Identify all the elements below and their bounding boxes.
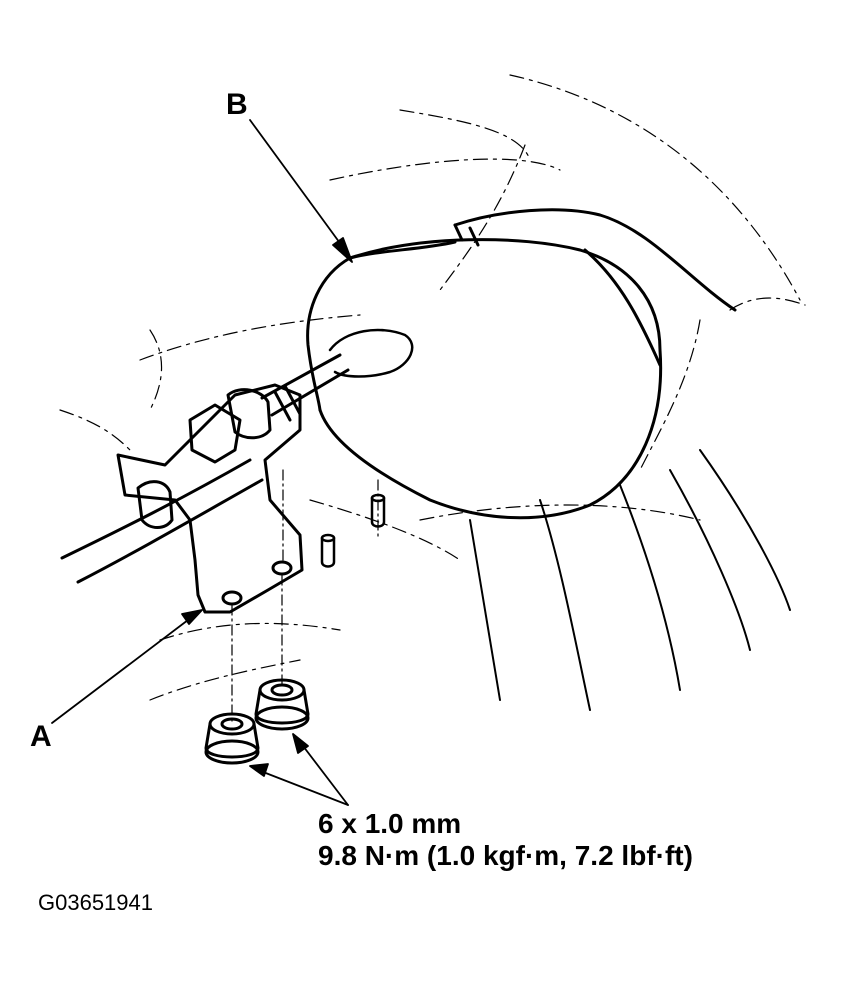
cable-grommet [328, 328, 414, 378]
housing-ribs [469, 449, 791, 711]
bolt-centerlines [231, 469, 379, 723]
fastener-size-spec: 6 x 1.0 mm [318, 808, 462, 839]
cable-bracket [116, 383, 304, 614]
figure-id: G03651941 [38, 890, 153, 915]
boot-cover [306, 208, 737, 520]
flange-nut-left [204, 712, 260, 765]
flange-nut-right [254, 678, 310, 731]
background-outline [59, 74, 806, 701]
callout-b-label: B [226, 88, 248, 121]
callout-a-label: A [30, 720, 52, 753]
torque-spec: 9.8 N·m (1.0 kgf·m, 7.2 lbf·ft) [318, 840, 693, 871]
callout-leaders [51, 119, 353, 806]
shift-cable [60, 353, 350, 584]
